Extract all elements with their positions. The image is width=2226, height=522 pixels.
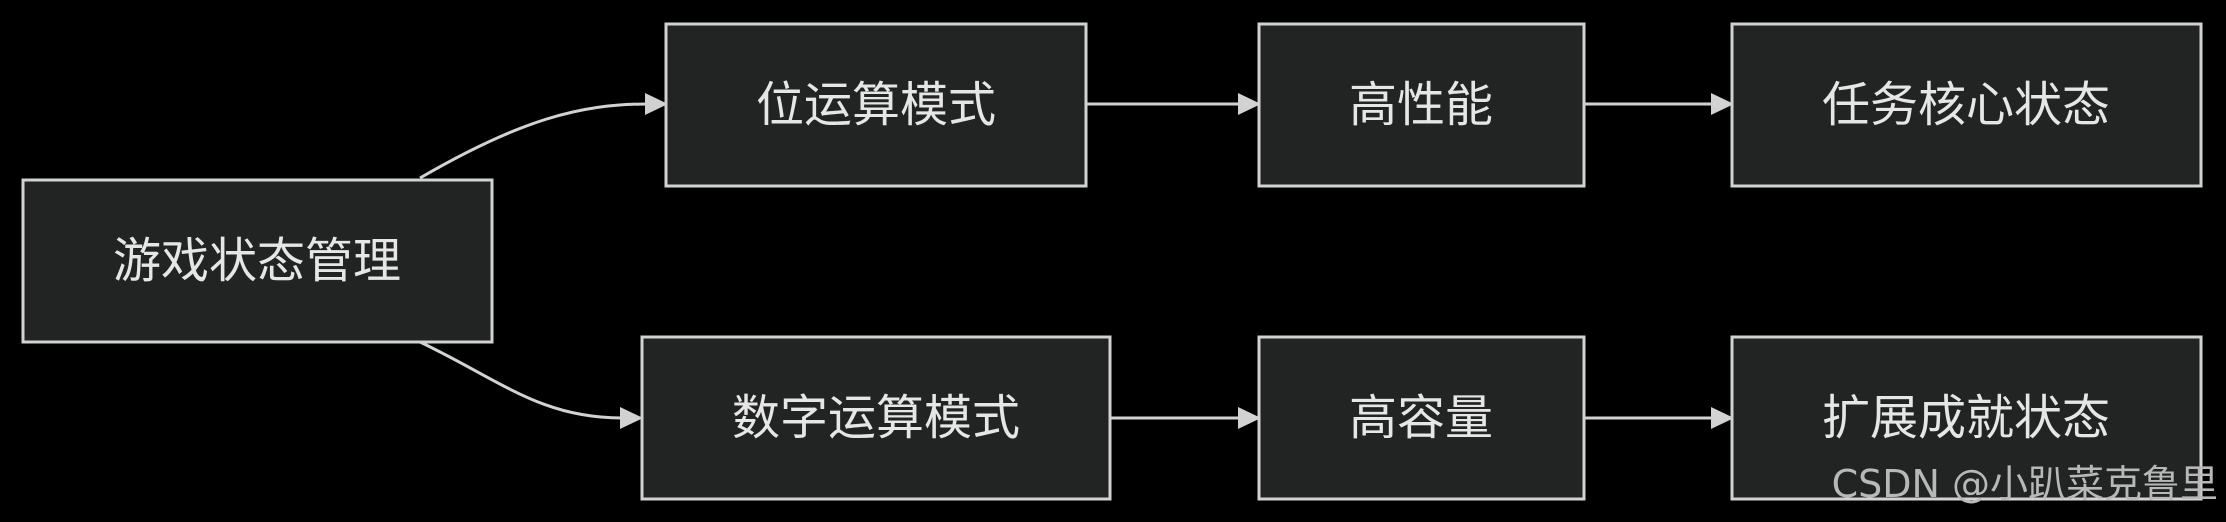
node-extended-achievement-state-label: 扩展成就状态 [1822, 390, 2110, 446]
node-task-core-state-label: 任务核心状态 [1822, 77, 2110, 133]
edges [419, 93, 1734, 429]
node-high-capacity: 高容量 [1257, 335, 1586, 501]
edge-perf-to-task [1584, 93, 1734, 115]
arrow-head-icon [620, 407, 643, 429]
arrow-head-icon [1238, 407, 1261, 429]
arrow-head-icon [1711, 93, 1734, 115]
node-bit-mode: 位运算模式 [664, 22, 1088, 188]
node-high-performance: 高性能 [1257, 22, 1586, 188]
edge-root-to-bit [419, 93, 668, 180]
node-task-core-state: 任务核心状态 [1730, 22, 2203, 188]
watermark: CSDN @小趴菜克鲁里 [1831, 462, 2218, 506]
node-extended-achievement-state: 扩展成就状态 [1730, 335, 2203, 501]
node-root-label: 游戏状态管理 [113, 233, 401, 289]
arrow-head-icon [1238, 93, 1261, 115]
node-number-mode: 数字运算模式 [640, 335, 1112, 501]
edge-cap-to-ext [1584, 407, 1734, 429]
edge-root-to-num [419, 340, 643, 429]
edge-bit-to-perf [1086, 93, 1261, 115]
edge-num-to-cap [1110, 407, 1261, 429]
node-bit-mode-label: 位运算模式 [756, 77, 996, 133]
arrow-head-icon [1711, 407, 1734, 429]
node-high-capacity-label: 高容量 [1349, 390, 1493, 446]
node-root: 游戏状态管理 [21, 178, 494, 344]
node-number-mode-label: 数字运算模式 [732, 390, 1020, 446]
node-high-performance-label: 高性能 [1349, 77, 1493, 133]
arrow-head-icon [645, 93, 668, 115]
